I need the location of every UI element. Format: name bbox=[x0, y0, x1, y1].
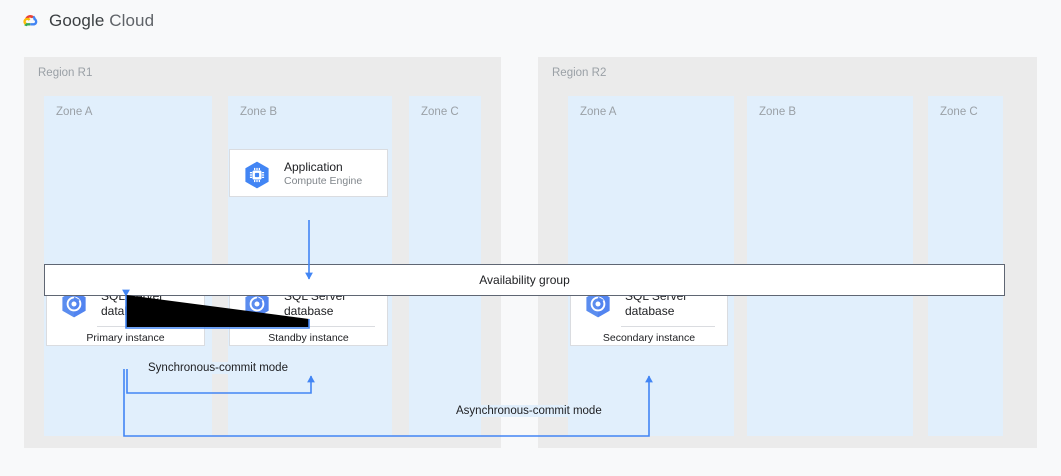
secondary-instance-label: Secondary instance bbox=[602, 332, 696, 344]
region-r1-zone-b-label: Zone B bbox=[240, 106, 278, 118]
sql-server-database-icon bbox=[58, 288, 90, 320]
region-r2-zone-c-label: Zone C bbox=[940, 106, 978, 118]
application-subtitle: Compute Engine bbox=[284, 175, 363, 188]
standby-card-divider bbox=[280, 326, 375, 327]
region-r1-zone-c-label: Zone C bbox=[421, 106, 459, 118]
page-header: Google Cloud bbox=[0, 0, 1061, 46]
brand-wordmark: Google Cloud bbox=[49, 11, 154, 31]
synchronous-commit-mode-label: Synchronous-commit mode bbox=[143, 362, 293, 374]
brand-primary: Google bbox=[49, 11, 105, 30]
asynchronous-commit-mode-label: Asynchronous-commit mode bbox=[451, 405, 607, 417]
application-title: Application bbox=[284, 160, 343, 175]
region-r2-label: Region R2 bbox=[552, 67, 607, 79]
secondary-card-divider bbox=[621, 326, 715, 327]
application-card-body: Application Compute Engine bbox=[230, 150, 387, 198]
primary-instance-label: Primary instance bbox=[86, 332, 165, 344]
node-application[interactable]: Application Compute Engine bbox=[229, 149, 388, 197]
availability-group-bar[interactable]: Availability group bbox=[44, 264, 1005, 296]
region-r1-label: Region R1 bbox=[38, 67, 93, 79]
brand-secondary: Cloud bbox=[109, 11, 155, 30]
sql-server-database-icon bbox=[582, 288, 614, 320]
region-r2-zone-a-label: Zone A bbox=[580, 106, 617, 118]
google-cloud-logo-icon bbox=[15, 11, 43, 35]
compute-engine-icon bbox=[241, 159, 273, 191]
primary-card-divider bbox=[97, 326, 192, 327]
availability-group-label: Availability group bbox=[479, 273, 570, 287]
standby-instance-label: Standby instance bbox=[268, 332, 349, 344]
region-r1-zone-a-label: Zone A bbox=[56, 106, 93, 118]
application-card-text: Application Compute Engine bbox=[284, 160, 362, 188]
diagram-canvas: Region R1 Zone A Zone B Zone C Region R2… bbox=[0, 46, 1061, 476]
region-r2-zone-b-label: Zone B bbox=[759, 106, 797, 118]
